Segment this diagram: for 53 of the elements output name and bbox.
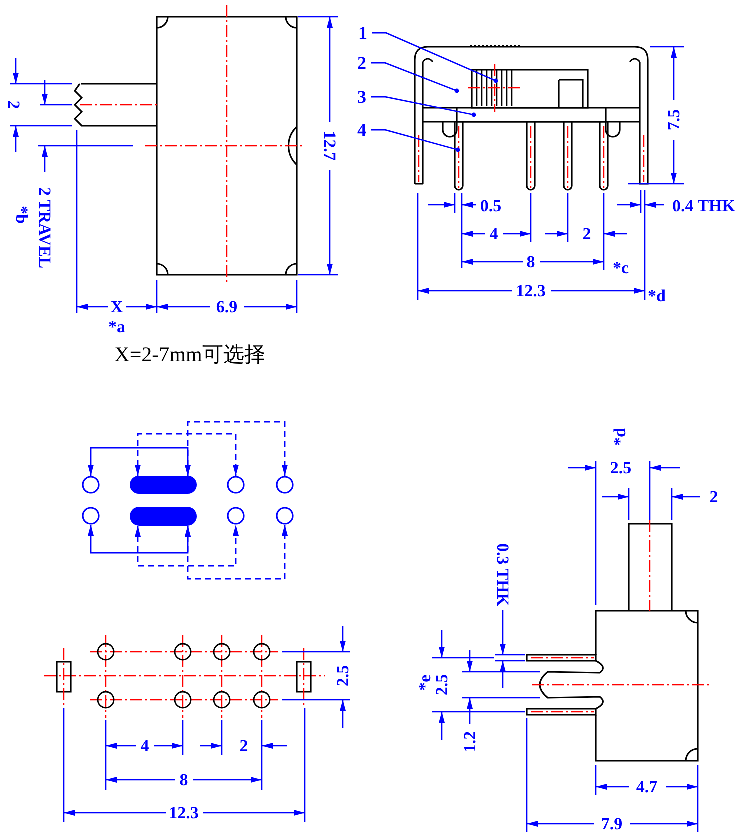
dimension-label: 7.5 (666, 109, 682, 131)
note-text: X=2-7mm可选择 (114, 344, 266, 366)
dimension-label: 2 TRAVEL (36, 187, 54, 269)
dimension-label: *d (648, 288, 666, 304)
dimension-label: 2.5 (610, 460, 632, 476)
connection-arrow (135, 525, 239, 567)
dimension-label: 4 (490, 226, 498, 242)
dimension-label: *a (108, 318, 126, 336)
connection-arrow (88, 525, 191, 554)
dimension-label: 8 (180, 772, 188, 788)
dimension-label: 7.9 (601, 816, 623, 832)
dimension-label: 4.7 (636, 778, 658, 796)
callout-number: 2 (355, 53, 369, 73)
dimension-label: 2.5 (334, 665, 352, 687)
connection-arrow (185, 421, 288, 476)
terminal-circle (276, 476, 294, 494)
terminal-circle (82, 507, 100, 525)
leader-line (371, 62, 460, 94)
dimension-label: *d (612, 428, 628, 446)
dimension-label: X (110, 298, 124, 316)
terminal-circle (82, 476, 100, 494)
dimension-label: 2 (6, 100, 22, 110)
terminal-circle (227, 507, 245, 525)
dimension-label: 0.4 THK (672, 198, 736, 214)
dimension-label: *e (416, 674, 434, 692)
dimension-label: 2 (710, 488, 718, 506)
leader-line (371, 96, 476, 118)
dimension-label: 2 (240, 738, 248, 754)
dimension-label: 12.3 (516, 282, 546, 300)
connection-arrow (88, 447, 191, 476)
dimension-label: 4 (140, 738, 150, 754)
dimension-label: 6.9 (216, 298, 238, 316)
dimension-label: 12.7 (322, 131, 338, 161)
connection-arrow (135, 433, 239, 476)
contact-bar (130, 476, 197, 494)
leader-line (371, 129, 460, 152)
callout-number: 1 (356, 23, 370, 43)
terminal-circle (227, 476, 245, 494)
callout-number: 3 (355, 87, 369, 107)
dimension-label: 1.2 (462, 731, 478, 753)
dimension-label: 0.3 THK (494, 544, 512, 606)
dimension-label: 2.5 (434, 674, 450, 696)
dimension-label: *c (612, 260, 630, 276)
callout-number: 4 (355, 120, 369, 140)
dimension-label: 2 (582, 226, 592, 242)
dimension-label: 0.5 (480, 198, 502, 214)
terminal-circle (276, 507, 294, 525)
dimension-label: 8 (526, 254, 536, 270)
contact-bar (130, 507, 197, 526)
leader-line (372, 32, 498, 84)
dimension-label: 12.3 (169, 804, 199, 822)
dimension-label: *b (14, 206, 30, 224)
connection-arrow (185, 525, 288, 580)
